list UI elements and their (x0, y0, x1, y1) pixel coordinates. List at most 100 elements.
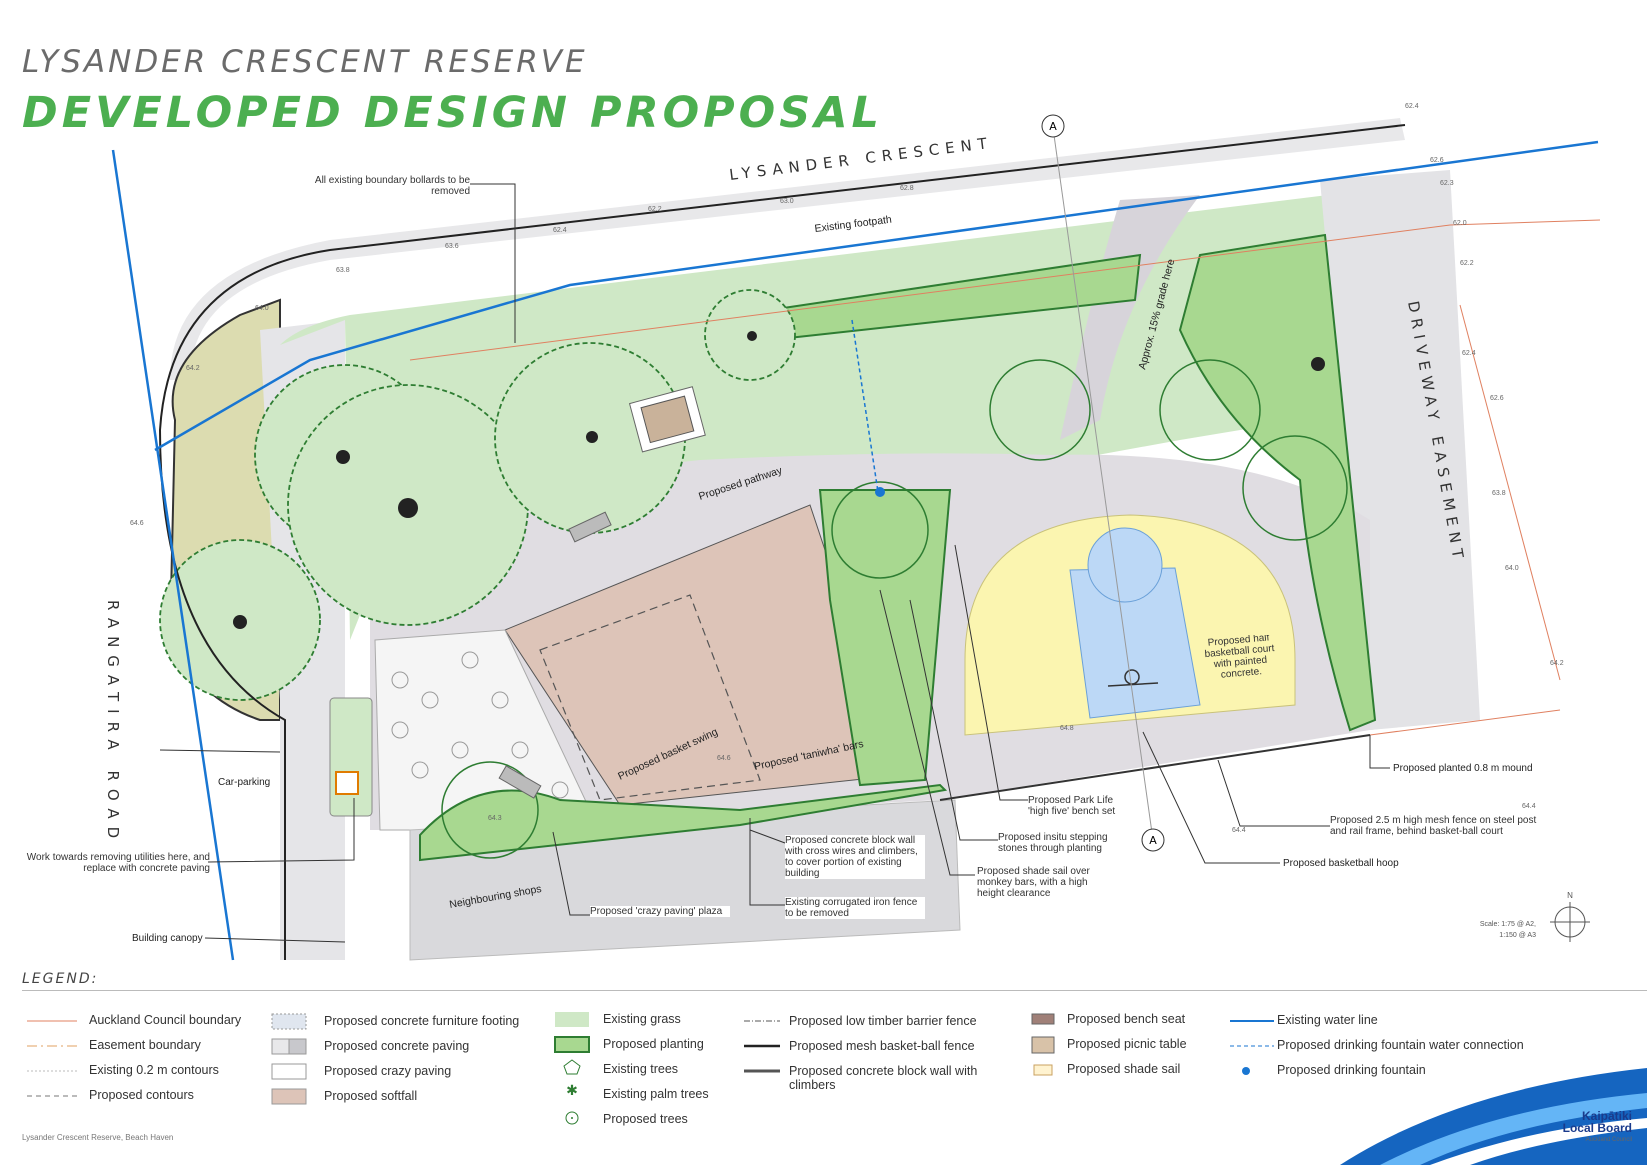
contour-label: 62.6 (1430, 157, 1444, 164)
svg-text:✱: ✱ (566, 1083, 578, 1099)
court-key-circle (1087, 527, 1163, 603)
legend-block-wall: Proposed concrete block wall with climbe… (789, 1064, 978, 1092)
water-line (111, 149, 235, 961)
council-swoosh-graphic (1340, 1068, 1647, 1165)
plan-subtitle: DEVELOPED DESIGN PROPOSAL (22, 88, 883, 138)
legend-bench-seat: Proposed bench seat (1067, 1012, 1186, 1026)
road-edge (158, 124, 1406, 960)
legend-col6-symbols (1230, 1020, 1274, 1075)
contour-label: 64.0 (1505, 565, 1519, 572)
legend-existing-contours: Existing 0.2 m contours (89, 1063, 219, 1077)
proposed-tree (1159, 359, 1261, 461)
contour-label: 64.2 (1550, 660, 1564, 667)
site-plan: A A LYSANDER CRESCENT RANGATIRA ROAD DRI… (26, 103, 1601, 961)
proposed-tree (831, 481, 929, 579)
legend-col5-symbols (1031, 1013, 1055, 1076)
label-half-court: Proposed half basketball court with pain… (1204, 635, 1275, 681)
legend-col2-symbols (271, 1013, 307, 1105)
proposed-tree (441, 761, 539, 859)
contour-label: 63.6 (445, 243, 459, 250)
section-marker-top: A (1049, 120, 1057, 133)
contour-label: 63.8 (336, 267, 350, 274)
legend-existing-grass: Existing grass (603, 1012, 681, 1026)
logo-line1: Kaipātiki (1581, 1109, 1632, 1123)
street-rangatira: RANGATIRA ROAD (104, 600, 122, 846)
logo-line2: Local Board (1562, 1121, 1632, 1135)
legend-shade-sail: Proposed shade sail (1067, 1062, 1181, 1076)
note-iron-fence: Existing corrugated iron fence to be rem… (785, 897, 925, 919)
contour-label: 62.2 (1460, 260, 1474, 267)
footer-text: Lysander Crescent Reserve, Beach Haven (22, 1133, 174, 1142)
note-utilities: Work towards removing utilities here, an… (26, 852, 210, 874)
kaipatiki-logo: Kaipātiki Local Board Auckland Council (1512, 1110, 1632, 1146)
legend-furniture-footing: Proposed concrete furniture footing (324, 1014, 520, 1028)
note-mound: Proposed planted 0.8 m mound (1393, 763, 1533, 774)
legend-proposed-planting: Proposed planting (603, 1037, 704, 1051)
road-footpath (330, 118, 1405, 260)
planting-central (818, 489, 952, 787)
picnic-table (628, 386, 706, 453)
contour-label: 62.2 (648, 206, 662, 213)
logo-line3: Auckland Council (1585, 1137, 1632, 1143)
contour-label: 62.0 (1453, 220, 1467, 227)
legend-title: LEGEND: (22, 971, 99, 987)
legend-divider (22, 990, 1647, 991)
note-block-wall: Proposed concrete block wall with cross … (785, 835, 925, 879)
contour-label: 64.3 (488, 815, 502, 822)
car-park-island (329, 697, 373, 817)
legend-existing-palm-trees: Existing palm trees (603, 1087, 709, 1101)
contour-label: 62.4 (1405, 103, 1419, 110)
north-arrow-icon (1550, 902, 1590, 942)
legend-easement-boundary: Easement boundary (89, 1038, 201, 1052)
contour-label: 62.3 (1440, 180, 1454, 187)
legend-drinking-fountain: Proposed drinking fountain (1277, 1063, 1426, 1077)
legend-water-line: Existing water line (1277, 1013, 1378, 1027)
contour-label: 62.8 (900, 185, 914, 192)
contour-label: 62.6 (1490, 395, 1504, 402)
legend-timber-fence: Proposed low timber barrier fence (789, 1014, 977, 1028)
contour-label: 64.2 (186, 365, 200, 372)
legend-mesh-fence: Proposed mesh basket-ball fence (789, 1039, 975, 1053)
note-stepping-stones: Proposed insitu stepping stones through … (998, 832, 1123, 854)
contour-label: 64.0 (255, 305, 269, 312)
legend-col1-symbols (27, 1020, 77, 1097)
contour-label: 63.0 (780, 198, 794, 205)
planting-mound (1178, 233, 1377, 732)
contour-label: 64.4 (1522, 803, 1536, 810)
label-existing-footpath: Existing footpath (814, 214, 893, 235)
legend-concrete-paving: Proposed concrete paving (324, 1039, 470, 1053)
planting-south (419, 783, 948, 862)
contour-label: 64.4 (1232, 827, 1246, 834)
bench-seat (568, 511, 612, 543)
fountain-connection (851, 319, 879, 493)
contour-label: 63.8 (1492, 490, 1506, 497)
note-building-canopy: Building canopy (132, 933, 203, 944)
note-crazy-paving: Proposed 'crazy paving' plaza (590, 906, 730, 917)
legend-col3-symbols: ✱ (554, 1012, 590, 1125)
note-shade-sail: Proposed shade sail over monkey bars, wi… (977, 866, 1107, 899)
legend-existing-trees: Existing trees (603, 1062, 679, 1076)
legend-council-boundary: Auckland Council boundary (89, 1013, 242, 1027)
legend-crazy-paving: Proposed crazy paving (324, 1064, 452, 1078)
legend-proposed-trees: Proposed trees (603, 1112, 688, 1126)
proposed-tree (1242, 435, 1348, 541)
contour-label: 64.6 (717, 755, 731, 762)
note-hoop: Proposed basketball hoop (1283, 858, 1399, 869)
note-mesh-fence: Proposed 2.5 m high mesh fence on steel … (1330, 815, 1550, 837)
section-marker-bottom: A (1149, 834, 1157, 847)
contour-label: 62.4 (1462, 350, 1476, 357)
scale-line1: Scale: 1:75 @ A2, (1480, 921, 1536, 928)
mesh-fence (939, 734, 1371, 801)
legend-picnic-table: Proposed picnic table (1067, 1037, 1187, 1051)
pathway (1060, 195, 1200, 440)
plan-title: LYSANDER CRESCENT RESERVE (22, 44, 588, 80)
note-car-parking: Car-parking (218, 777, 270, 788)
council-boundary (409, 224, 1451, 361)
drinking-fountain (875, 487, 885, 497)
legend-proposed-contours: Proposed contours (89, 1088, 194, 1102)
north-label: N (1567, 891, 1573, 900)
proposed-tree (989, 359, 1091, 461)
contour-label: 62.4 (553, 227, 567, 234)
legend-fountain-connection: Proposed drinking fountain water connect… (1277, 1038, 1524, 1052)
contour-label: 64.6 (130, 520, 144, 527)
